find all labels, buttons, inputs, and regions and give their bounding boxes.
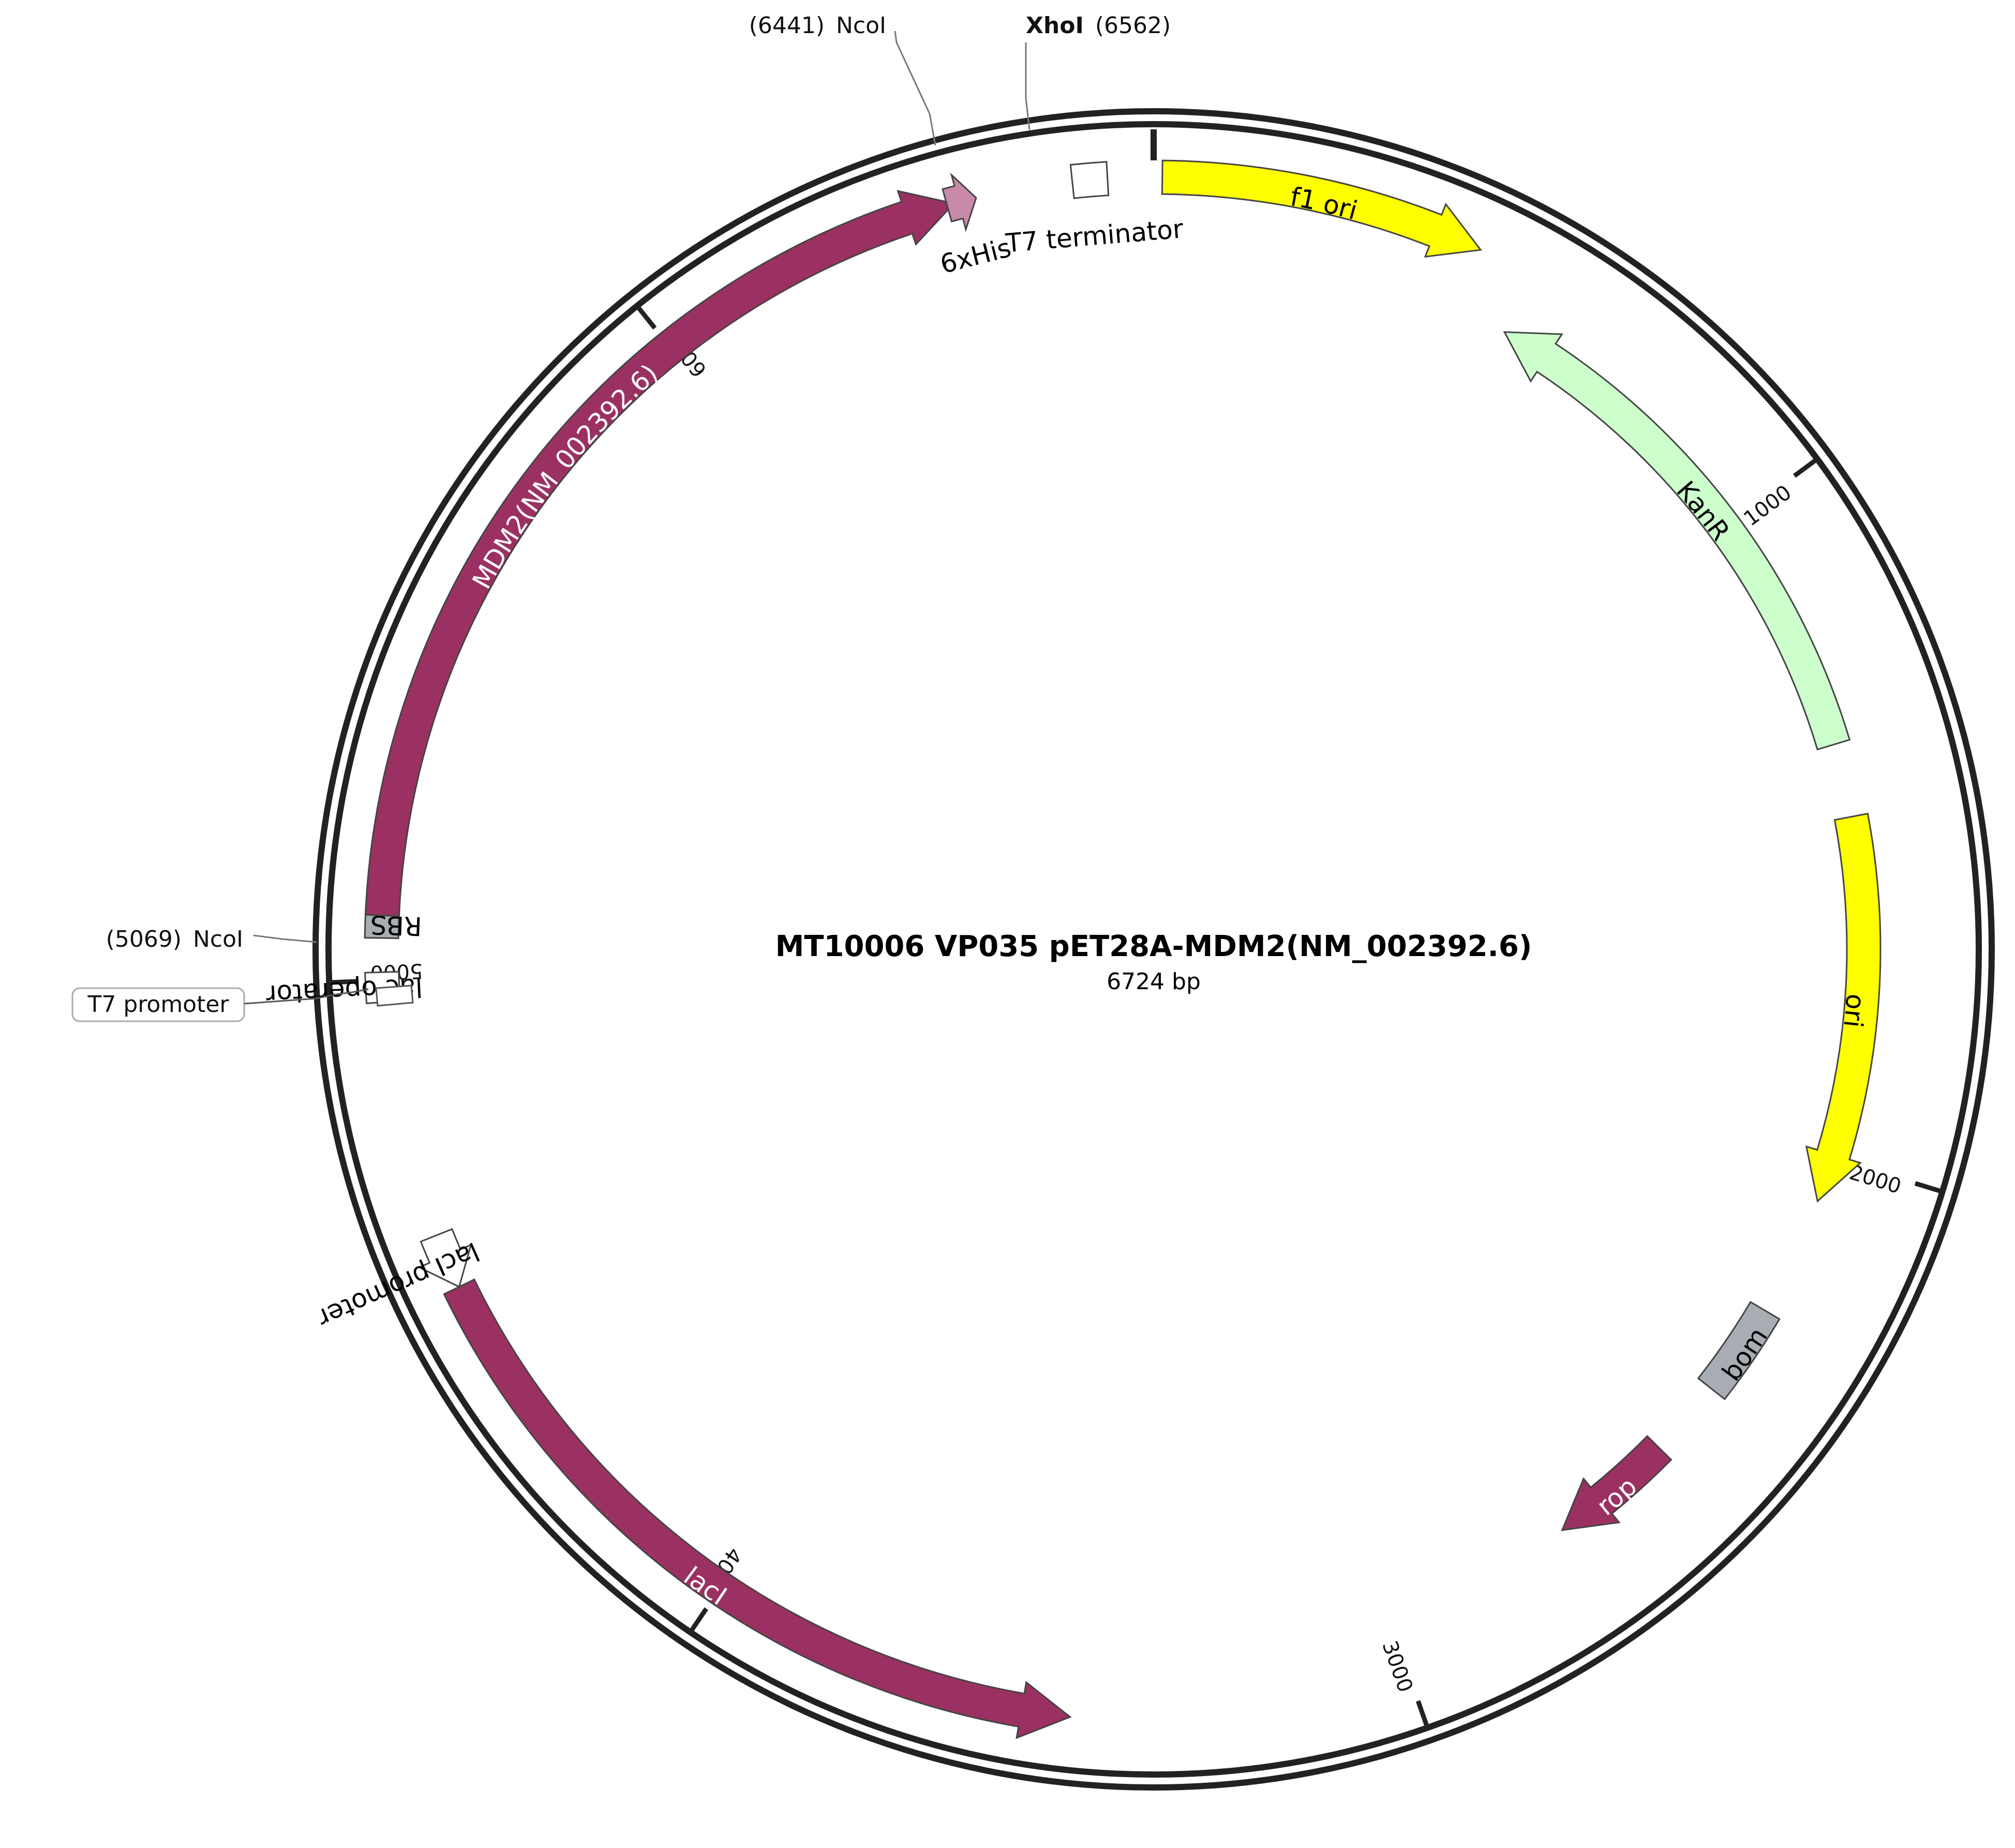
feature-ori-label: ori: [1838, 993, 1871, 1029]
site-xhoi-6562-leader: [1025, 42, 1031, 130]
feature-ori-shape: [1805, 812, 1882, 1203]
tick-mark: [1415, 1700, 1430, 1729]
svg-text:(6441)NcoI: (6441) NcoI: [749, 12, 886, 39]
feature-rop[interactable]: rop: [1561, 1435, 1673, 1531]
t7-promoter-arrow: [375, 985, 414, 1007]
t7-promoter-leader: [244, 988, 369, 1005]
plasmid-title: MT10006 VP035 pET28A-MDM2(NM_002392.6): [775, 930, 1532, 963]
site-ncoi-5069-number: (5069): [106, 926, 182, 952]
t7-promoter-label-box: [71, 987, 245, 1022]
backbone: [312, 108, 1995, 1791]
plasmid-size: 6724 bp: [1107, 968, 1201, 995]
feature-f1-ori[interactable]: f1 ori: [1161, 159, 1482, 258]
site-xhoi-6562-name: XhoI: [1026, 12, 1084, 39]
site-ncoi-5069-leader: [253, 934, 317, 943]
tick-mark: [635, 304, 657, 330]
feature-laci-shape: [443, 1278, 1072, 1739]
feature-6xhis-shape: [942, 172, 977, 232]
feature-laci-promoter-shape: [417, 1228, 472, 1288]
site-ncoi-5069[interactable]: (5069) NcoI: [106, 926, 317, 952]
tick-mark: [1793, 457, 1819, 478]
svg-text:XhoI(6562): XhoI (6562): [1026, 12, 1171, 39]
tick-mark: [688, 1607, 709, 1634]
svg-text:(5069)NcoI: (5069) NcoI: [106, 926, 243, 952]
map-center-labels: MT10006 VP035 pET28A-MDM2(NM_002392.6) 6…: [775, 930, 1532, 995]
feature-rop-shape: [1561, 1435, 1673, 1531]
site-ncoi-6441-number: (6441): [749, 12, 825, 39]
feature-kanr-shape: [1503, 331, 1851, 751]
site-ncoi-6441[interactable]: (6441) NcoI: [749, 12, 936, 146]
site-ncoi-5069-name: NcoI: [193, 926, 243, 952]
site-ncoi-6441-leader: [894, 31, 936, 146]
t7-promoter-label: T7 promoter: [87, 991, 229, 1018]
restriction-sites: (6441) NcoI XhoI (6562) (5069) NcoI: [106, 12, 1171, 952]
backbone-inner-ring: [325, 121, 1982, 1778]
site-ncoi-6441-name: NcoI: [836, 12, 886, 39]
feature-t7-terminator-shape: [1069, 161, 1110, 199]
site-xhoi-6562[interactable]: XhoI (6562): [1025, 12, 1171, 130]
backbone-outer-ring: [312, 108, 1995, 1791]
feature-bom-shape: [1697, 1301, 1781, 1400]
tick-mark: [1914, 1181, 1943, 1194]
feature-ori[interactable]: ori: [1805, 812, 1882, 1203]
tick-mark: [329, 979, 358, 985]
site-xhoi-6562-number: (6562): [1095, 12, 1171, 39]
feature-f1-ori-shape: [1161, 159, 1482, 258]
t7-promoter-callout[interactable]: T7 promoter: [71, 985, 414, 1022]
